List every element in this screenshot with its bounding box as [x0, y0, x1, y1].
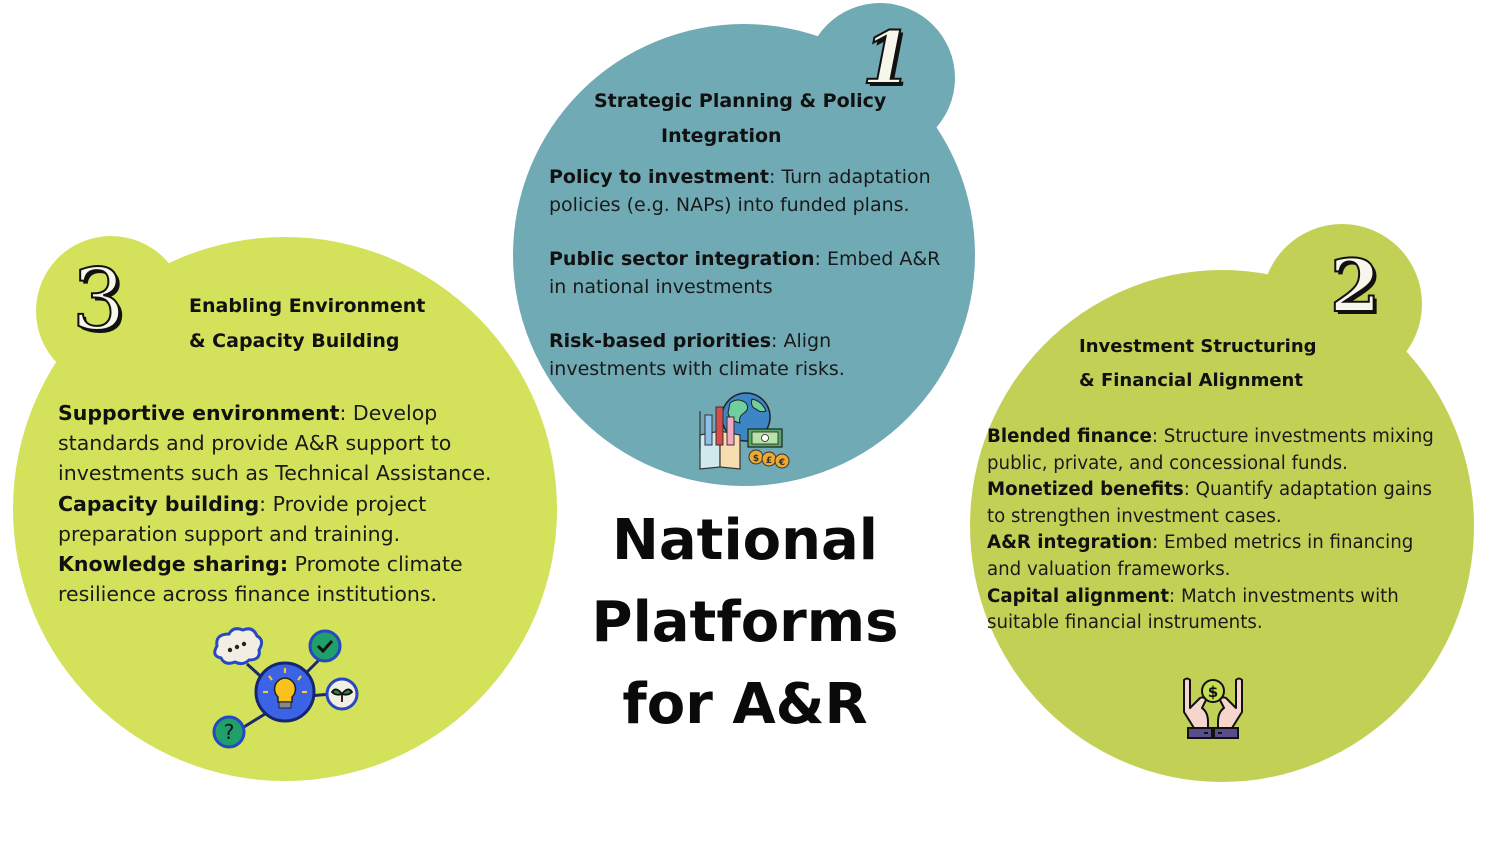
item-text: Structure investments mixing public, pri… [987, 426, 1434, 474]
item-label: Blended finance [987, 426, 1152, 447]
pillar-2-item: Capital alignment: Match investments wit… [987, 585, 1399, 634]
item-label: Capital alignment [987, 585, 1170, 607]
pillar-2-body: Blended finance: Structure investments m… [987, 424, 1445, 637]
hands-holding-coin-icon: $ [1183, 677, 1243, 739]
pillar-2-heading: Investment Structuring & Financial Align… [1079, 330, 1317, 398]
item-label: Knowledge sharing: [58, 552, 289, 577]
item-text: Embed A&R in national investments [549, 248, 941, 298]
svg-text:€: € [778, 458, 785, 468]
pillar-1-item: Risk-based priorities: Align investments… [549, 330, 845, 380]
item-text: Develop standards and provide A&R suppor… [58, 401, 492, 486]
page-title: National Platforms for A&R [560, 500, 930, 746]
title-line-1: National [612, 508, 878, 573]
pillar-2-item: Monetized benefits: Quantify adaptation … [987, 479, 1432, 527]
item-label: Public sector integration [549, 248, 815, 270]
pillar-1-heading: Strategic Planning & Policy Integration [594, 84, 886, 154]
pillar-1-item: Policy to investment: Turn adaptation po… [549, 166, 931, 216]
pillar-2-heading-line1: Investment Structuring [1079, 336, 1317, 357]
pillar-2-number: 2 [1329, 243, 1381, 328]
pillar-2-item: Blended finance: Structure investments m… [987, 426, 1434, 474]
title-line-3: for A&R [622, 672, 868, 737]
item-text: Match investments with suitable financia… [987, 585, 1399, 634]
item-text: Quantify adaptation gains to strengthen … [987, 479, 1432, 527]
pillar-3-heading: Enabling Environment & Capacity Building [189, 289, 425, 359]
pillar-3-heading-line2: & Capacity Building [189, 330, 400, 352]
item-text: Embed metrics in financing and valuation… [987, 532, 1414, 580]
svg-text:£: £ [766, 456, 772, 466]
item-text: Promote climate resilience across financ… [58, 552, 463, 607]
pillar-1-body: Policy to investment: Turn adaptation po… [549, 164, 949, 383]
item-text: Turn adaptation policies (e.g. NAPs) int… [549, 166, 931, 216]
pillar-1-number: 1 [861, 15, 913, 100]
pillar-1-heading-line2: Integration [661, 125, 782, 147]
title-line-2: Platforms [591, 590, 899, 655]
item-label: Monetized benefits [987, 479, 1184, 501]
finance-globe-chart-icon: $ £ € [699, 392, 790, 470]
svg-text:?: ? [224, 720, 235, 744]
pillar-3-item: Knowledge sharing: Promote climate resil… [58, 549, 508, 609]
item-label: Risk-based priorities [549, 330, 772, 352]
item-text: Provide project preparation support and … [58, 491, 427, 546]
item-label: Policy to investment [549, 166, 770, 188]
idea-network-lightbulb-icon: ? [212, 627, 359, 749]
item-label: Capacity building [58, 491, 260, 516]
pillar-3-body: Supportive environment: Develop standard… [58, 398, 508, 609]
item-label: Supportive environment [58, 401, 340, 425]
item-label: A&R integration [987, 532, 1153, 554]
pillar-1-heading-line1: Strategic Planning & Policy [594, 90, 887, 112]
pillar-3-item: Supportive environment: Develop standard… [58, 401, 492, 486]
item-text: Align investments with climate risks. [549, 330, 845, 380]
pillar-2-bubble-bump [1262, 224, 1422, 384]
pillar-3-item: Capacity building: Provide project prepa… [58, 491, 427, 546]
pillar-2-heading-line2: & Financial Alignment [1079, 370, 1303, 391]
svg-text:$: $ [753, 454, 759, 464]
pillar-3-heading-line1: Enabling Environment [189, 295, 426, 317]
pillar-3-bubble-bump [36, 236, 186, 386]
svg-text:$: $ [1208, 683, 1218, 701]
pillar-1-item: Public sector integration: Embed A&R in … [549, 248, 941, 298]
pillar-1-bubble-bump [805, 3, 955, 153]
pillar-2-item: A&R integration: Embed metrics in financ… [987, 532, 1414, 580]
pillar-3-number: 3 [71, 251, 126, 349]
